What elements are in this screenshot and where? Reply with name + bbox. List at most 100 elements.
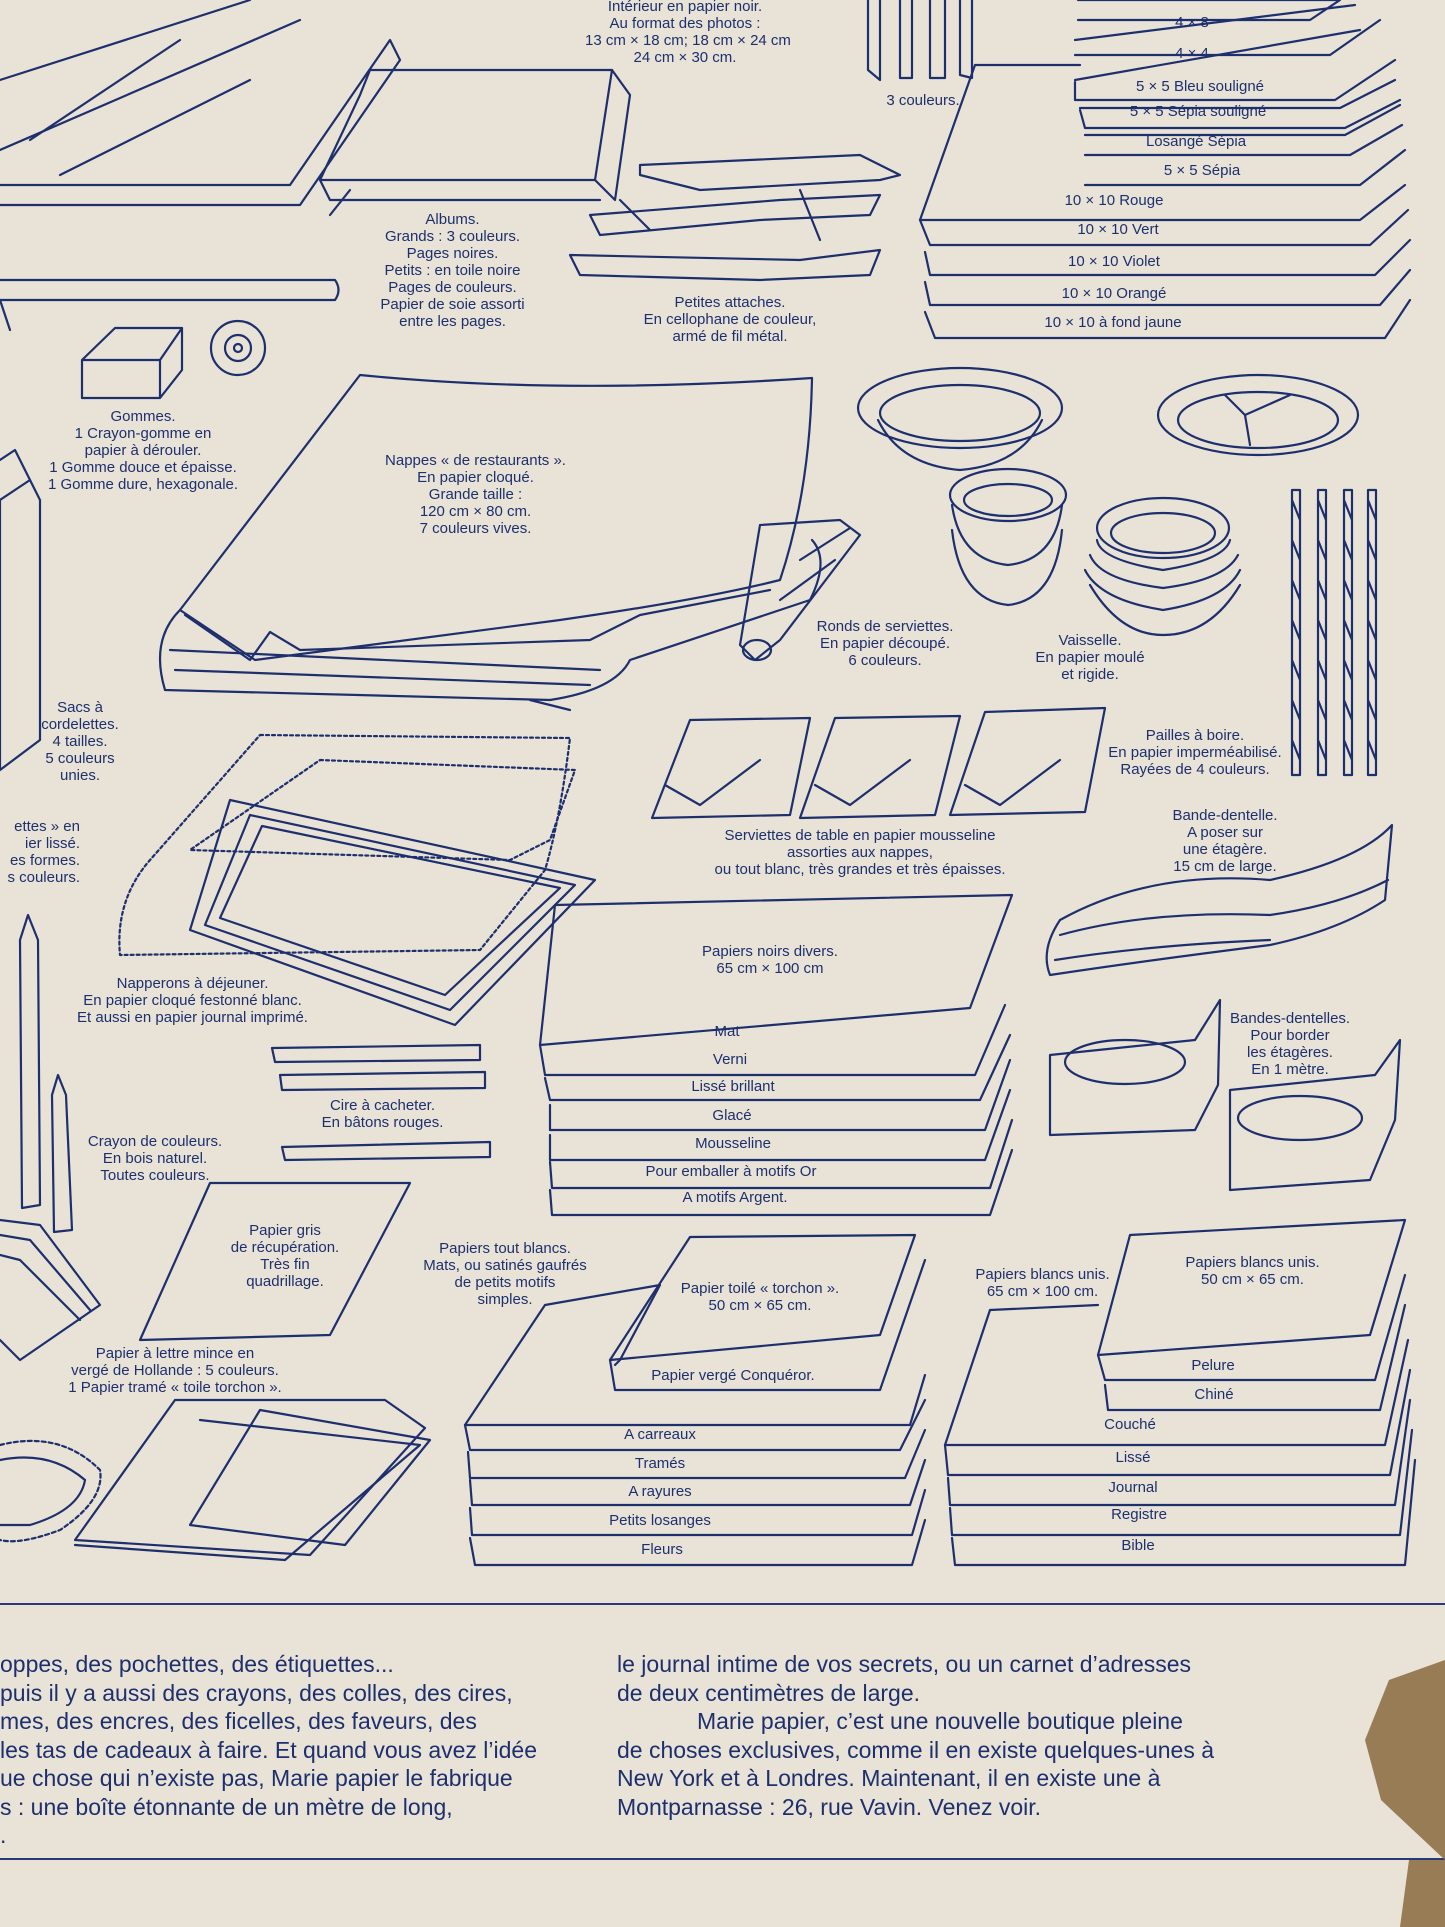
caption-line: 13 cm × 18 cm; 18 cm × 24 cm xyxy=(585,32,791,49)
caption-pailles: Pailles à boire. En papier imperméabilis… xyxy=(1095,727,1295,778)
body-line: oppes, des pochettes, des étiquettes... xyxy=(0,1651,394,1677)
caption-line: Napperons à déjeuner. xyxy=(116,975,269,992)
caption-line: En bois naturel. xyxy=(102,1150,208,1167)
caption-line: ou tout blanc, très grandes et très épai… xyxy=(714,861,1006,878)
caption-line: Papier de soie assorti xyxy=(380,296,525,313)
caption-line: papier à dérouler. xyxy=(84,442,202,459)
lace-rolls-illustration xyxy=(1048,998,1402,1192)
body-line: New York et à Londres. Maintenant, il en… xyxy=(617,1765,1161,1791)
body-line: puis il y a aussi des crayons, des colle… xyxy=(0,1679,513,1706)
stack-label: Registre xyxy=(1111,1506,1167,1523)
body-line: . xyxy=(0,1822,7,1848)
caption-line: En papier moulé xyxy=(1035,649,1145,666)
caption-line: es formes. xyxy=(9,852,80,869)
caption-line: Et aussi en papier journal imprimé. xyxy=(77,1009,308,1026)
ruler-illustration xyxy=(0,278,340,332)
lace-band-illustration xyxy=(1045,823,1394,977)
caption-line: Mats, ou satinés gaufrés xyxy=(423,1257,587,1274)
bag-illustration xyxy=(0,448,42,772)
caption-line: Petits : en toile noire xyxy=(384,262,521,279)
stack-label: 10 × 10 Vert xyxy=(1077,221,1159,238)
caption-line: 6 couleurs. xyxy=(848,652,922,669)
stack-label: Journal xyxy=(1108,1479,1158,1496)
stack-label: 10 × 10 Violet xyxy=(1068,253,1160,270)
caption-blancs-unis-65: Papiers blancs unis. 65 cm × 100 cm. xyxy=(960,1266,1125,1300)
stack-label: A carreaux xyxy=(624,1426,696,1443)
stack-label: 5 × 5 Bleu souligné xyxy=(1135,78,1265,95)
napkin-ring-illustration xyxy=(738,518,862,662)
wax-sticks-illustration xyxy=(270,1043,492,1162)
caption-line: les étagères. xyxy=(1247,1044,1333,1061)
stack-label: Pour emballer à motifs Or xyxy=(645,1163,817,1180)
stack-label: A motifs Argent. xyxy=(682,1189,788,1206)
body-line: de choses exclusives, comme il en existe… xyxy=(617,1736,1215,1763)
pencils-illustration xyxy=(0,913,102,1362)
divider-bottom xyxy=(0,1858,1445,1860)
caption-line: Pour border xyxy=(1250,1027,1330,1044)
caption-line: 120 cm × 80 cm. xyxy=(419,503,532,520)
caption-line: En cellophane de couleur, xyxy=(643,311,817,328)
caption-line: En papier cloqué. xyxy=(417,469,534,486)
caption-line: quadrillage. xyxy=(246,1273,324,1290)
caption-line: simples. xyxy=(477,1291,533,1308)
body-text-left: oppes, des pochettes, des étiquettes... … xyxy=(0,1650,560,1850)
caption-nappes: Nappes « de restaurants ». En papier clo… xyxy=(368,452,583,537)
caption-line: Papier toilé « torchon ». xyxy=(680,1280,840,1297)
caption-line: Papier gris xyxy=(249,1222,321,1239)
caption-line: Ronds de serviettes. xyxy=(816,618,954,635)
stack-label: Papier vergé Conquéror. xyxy=(651,1367,815,1384)
caption-papier-a-lettre: Papier à lettre mince en vergé de Hollan… xyxy=(45,1345,305,1396)
body-line: s : une boîte étonnante de un mètre de l… xyxy=(0,1793,453,1820)
caption-line: unies. xyxy=(59,767,101,784)
eraser-illustration xyxy=(80,319,267,400)
caption-line: Papiers blancs unis. xyxy=(975,1266,1110,1283)
divider-top xyxy=(0,1603,1445,1605)
caption-bande-dentelle: Bande-dentelle. A poser sur une étagère.… xyxy=(1150,807,1300,875)
caption-line: Crayon de couleurs. xyxy=(87,1133,223,1150)
body-line: ue chose qui n’existe pas, Marie papier … xyxy=(0,1765,513,1791)
tablecloth-illustration xyxy=(158,373,822,712)
stack-label: 5 × 5 Sépia xyxy=(1163,162,1241,179)
plain-white-papers-stack xyxy=(943,1218,1417,1567)
caption-sacs: Sacs à cordelettes. 4 tailles. 5 couleur… xyxy=(40,699,120,784)
stack-label: Lissé brillant xyxy=(691,1078,775,1095)
letter-paper-illustration xyxy=(73,1398,432,1562)
caption-line: 24 cm × 30 cm. xyxy=(633,49,737,66)
caption-line: Vaisselle. xyxy=(1058,632,1122,649)
caption-line: En bâtons rouges. xyxy=(321,1114,444,1131)
body-line: mes, des encres, des ficelles, des faveu… xyxy=(0,1708,477,1734)
stack-label: 10 × 10 Rouge xyxy=(1064,192,1164,209)
caption-papiers-noirs: Papiers noirs divers. 65 cm × 100 cm xyxy=(680,943,860,977)
caption-line: Serviettes de table en papier mousseline xyxy=(724,827,996,844)
caption-line: 1 Papier tramé « toile torchon ». xyxy=(68,1379,282,1396)
caption-line: 5 couleurs xyxy=(45,750,115,767)
stack-label: 4 × 8 xyxy=(1175,14,1209,31)
photo-formats-stack xyxy=(918,0,1412,340)
caption-three-colors: 3 couleurs. xyxy=(878,92,968,109)
body-line: le journal intime de vos secrets, ou un … xyxy=(617,1651,1192,1677)
album-illustration xyxy=(0,0,632,217)
caption-line: assorties aux nappes, xyxy=(787,844,933,861)
caption-line: et rigide. xyxy=(1061,666,1119,683)
gray-paper-illustration xyxy=(138,1181,412,1342)
caption-line: Nappes « de restaurants ». xyxy=(385,452,566,469)
stack-label: Verni xyxy=(712,1051,748,1068)
stack-label: Lissé xyxy=(1115,1449,1151,1466)
caption-line: Pages noires. xyxy=(406,245,499,262)
caption-blancs-unis-50: Papiers blancs unis. 50 cm × 65 cm. xyxy=(1170,1254,1335,1288)
stack-label: 10 × 10 à fond jaune xyxy=(1044,314,1182,331)
stack-label: Couché xyxy=(1104,1416,1156,1433)
caption-line: Sacs à xyxy=(57,699,103,716)
caption-line: Gommes. xyxy=(110,408,176,425)
attaches-illustration xyxy=(568,153,902,282)
stack-label: Glacé xyxy=(712,1107,752,1124)
stack-label: Mousseline xyxy=(695,1135,771,1152)
caption-line: 3 couleurs. xyxy=(886,92,960,109)
body-line: les tas de cadeaux à faire. Et quand vou… xyxy=(0,1736,538,1763)
caption-line: En papier découpé. xyxy=(819,635,951,652)
body-line: de deux centimètres de large. xyxy=(617,1679,921,1706)
caption-line: 1 Crayon-gomme en xyxy=(74,425,212,442)
napkins-illustration xyxy=(650,706,1107,820)
caption-serviettes: Serviettes de table en papier mousseline… xyxy=(690,827,1030,878)
